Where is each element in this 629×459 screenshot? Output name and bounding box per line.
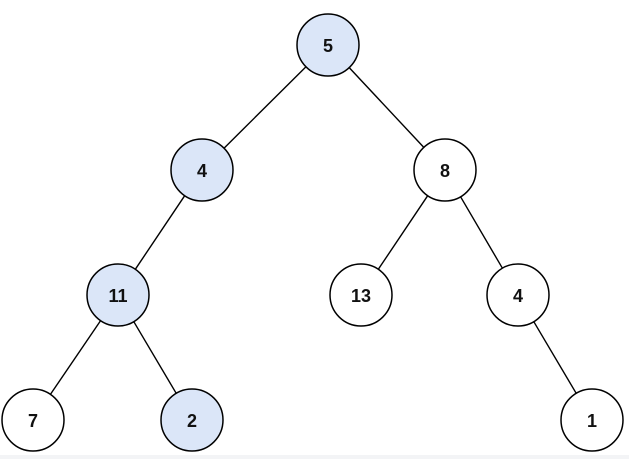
node-value: 7 <box>28 411 38 431</box>
tree-node-n3: 8 <box>413 138 477 202</box>
tree-node-n4: 11 <box>86 263 150 327</box>
node-value: 13 <box>351 286 371 306</box>
tree-node-n1: 5 <box>296 13 360 77</box>
edge-n1-n2 <box>223 66 307 149</box>
node-value: 4 <box>197 161 207 181</box>
node-circle <box>486 263 550 327</box>
node-value: 1 <box>587 411 597 431</box>
tree-node-n2: 4 <box>170 138 234 202</box>
node-value: 11 <box>108 286 127 306</box>
edge-n2-n4 <box>134 195 186 270</box>
tree-node-n6: 4 <box>486 263 550 327</box>
node-value: 4 <box>513 286 523 306</box>
node-value: 5 <box>323 36 333 56</box>
tree-nodes: 5 4 8 11 13 4 7 2 1 <box>1 13 624 452</box>
node-circle <box>170 138 234 202</box>
edge-n4-n7 <box>49 320 102 395</box>
edge-n4-n8 <box>133 321 177 394</box>
node-value: 2 <box>187 411 197 431</box>
node-circle <box>160 388 224 452</box>
node-circle <box>413 138 477 202</box>
edge-n1-n3 <box>348 67 425 148</box>
tree-node-n9: 1 <box>560 388 624 452</box>
tree-edges <box>49 66 577 395</box>
edge-n3-n6 <box>459 196 504 269</box>
node-value: 8 <box>440 161 450 181</box>
node-circle <box>560 388 624 452</box>
tree-node-n8: 2 <box>160 388 224 452</box>
bottom-strip <box>0 455 629 459</box>
tree-node-n7: 7 <box>1 388 65 452</box>
edge-n6-n9 <box>533 321 577 394</box>
node-circle <box>296 13 360 77</box>
tree-node-n5: 13 <box>329 263 393 327</box>
node-circle <box>329 263 393 327</box>
node-circle <box>86 263 150 327</box>
edge-n3-n5 <box>377 195 429 270</box>
node-circle <box>1 388 65 452</box>
